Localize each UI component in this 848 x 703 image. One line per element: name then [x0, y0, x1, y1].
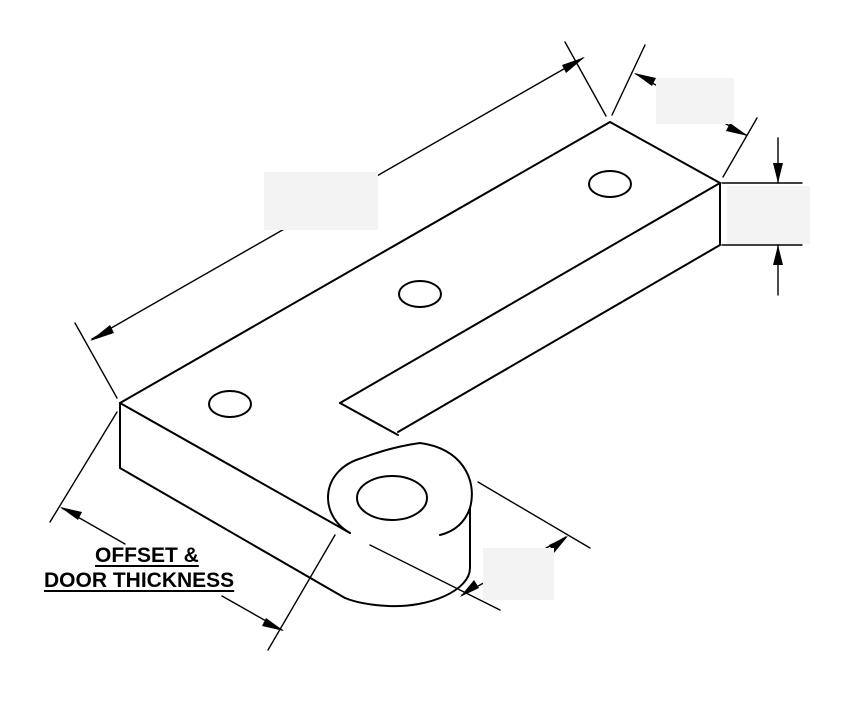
pivot-dimension: [369, 481, 591, 611]
length-dimension-label-box: [264, 172, 378, 230]
rounded-end-top-arc: [327, 442, 473, 536]
thickness-dimension: [721, 137, 803, 296]
top-end-edge: [609, 121, 721, 184]
hinge-plate-outline: [119, 121, 721, 608]
length-extension-left: [74, 322, 118, 399]
length-extension-right: [564, 41, 607, 117]
width-arrow-left: [634, 73, 656, 86]
width-dimension: [611, 44, 758, 178]
offset-extension-left: [49, 411, 118, 523]
offset-caption-line-2: DOOR THICKNESS: [44, 569, 235, 592]
hole-middle: [398, 280, 442, 308]
thickness-arrow-top: [773, 163, 783, 183]
hole-near: [208, 390, 252, 418]
mounting-holes: [208, 170, 632, 521]
rounded-end-side-curve: [344, 507, 471, 608]
pivot-extension-lower: [369, 544, 501, 611]
length-arrow-right: [562, 57, 585, 73]
hole-far: [588, 170, 632, 198]
offset-dimension: [49, 411, 336, 651]
offset-arrow-right: [262, 618, 284, 631]
thickness-arrow-bottom: [773, 245, 783, 265]
pivot-hole: [356, 475, 428, 521]
width-arrow-right: [726, 123, 748, 136]
top-back-edge: [119, 121, 611, 404]
width-extension-left: [611, 44, 646, 116]
pivot-extension-upper: [477, 481, 591, 549]
pivot-dimension-label-box: [483, 548, 554, 600]
pivot-arrow-lower: [460, 580, 479, 597]
top-inner-corner-edge: [339, 402, 399, 436]
top-inner-edge: [339, 182, 721, 404]
offset-extension-right: [267, 534, 336, 651]
front-top-edge: [119, 402, 351, 534]
thickness-dimension-label-box: [727, 186, 810, 244]
inner-bottom-edge: [397, 244, 721, 433]
offset-caption-line-1: OFFSET &: [95, 544, 199, 567]
length-arrow-left: [90, 325, 114, 341]
width-dimension-label-box: [656, 78, 734, 124]
front-bottom-edge: [119, 467, 346, 599]
offset-arrow-left: [60, 507, 82, 520]
width-extension-right: [722, 117, 758, 178]
